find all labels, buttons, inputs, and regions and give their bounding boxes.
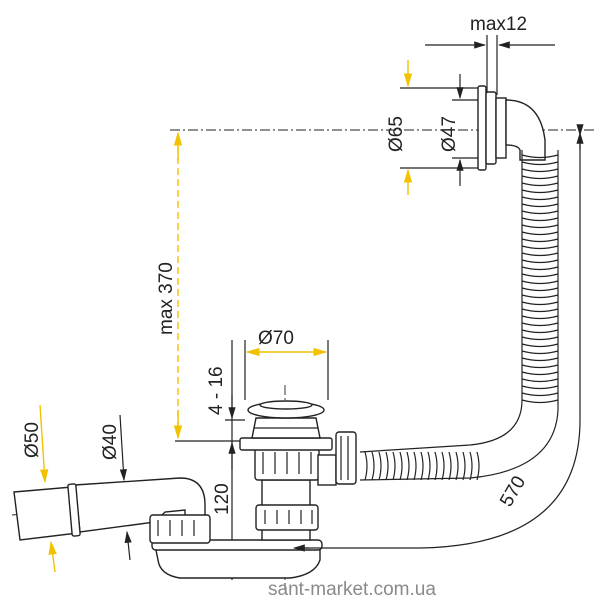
hose-rib bbox=[521, 252, 559, 257]
hose-rib bbox=[521, 259, 559, 264]
hose-rib bbox=[521, 385, 559, 390]
hose-rib bbox=[371, 451, 375, 481]
hose-rib bbox=[521, 315, 559, 320]
hose-rib bbox=[420, 451, 424, 481]
hose-rib bbox=[521, 189, 559, 194]
hose-rib bbox=[521, 308, 559, 313]
label-max12: max12 bbox=[470, 14, 527, 35]
dimension-max12: max12 bbox=[425, 14, 555, 95]
hose-rib bbox=[521, 238, 559, 243]
hose-rib bbox=[521, 357, 559, 362]
hose-rib bbox=[521, 161, 559, 166]
hose-rib bbox=[434, 451, 438, 481]
hose-rib bbox=[462, 451, 466, 481]
hose-rib bbox=[521, 182, 559, 187]
dimension-d70: Ø70 bbox=[244, 328, 329, 400]
hose-rib bbox=[385, 451, 389, 481]
label-d47: Ø47 bbox=[439, 116, 460, 152]
hose-rib bbox=[521, 301, 559, 306]
hose-rib bbox=[521, 217, 559, 222]
hose-rib bbox=[521, 392, 559, 397]
dimension-d40: Ø40 bbox=[100, 414, 132, 561]
dimension-max370: max 370 bbox=[156, 131, 245, 442]
dimension-570: 570 bbox=[292, 124, 584, 552]
hose-rib bbox=[521, 294, 559, 299]
hose-rib bbox=[521, 287, 559, 292]
hose-rib bbox=[392, 451, 396, 481]
hose-rib bbox=[448, 451, 452, 481]
hose-rib bbox=[521, 329, 559, 334]
hose-rib bbox=[521, 231, 559, 236]
hose-rib bbox=[413, 451, 417, 481]
label-max370: max 370 bbox=[156, 262, 177, 335]
hose-rib bbox=[521, 196, 559, 201]
overflow-fitting bbox=[477, 85, 546, 171]
hose-rib bbox=[455, 451, 459, 481]
hose-rib bbox=[521, 371, 559, 376]
hose-rib bbox=[521, 175, 559, 180]
hose-rib bbox=[406, 451, 410, 481]
hose-rib bbox=[441, 451, 445, 481]
hose-rib bbox=[476, 451, 480, 481]
hose-rib bbox=[378, 451, 382, 481]
hose-rib bbox=[469, 451, 473, 481]
watermark: sant-market.com.ua bbox=[268, 579, 436, 600]
label-d40: Ø40 bbox=[100, 424, 121, 460]
hose-rib bbox=[521, 280, 559, 285]
label-4-16: 4 - 16 bbox=[206, 366, 227, 415]
hose-rib bbox=[427, 451, 431, 481]
hose-rib bbox=[521, 336, 559, 341]
hose-rib bbox=[521, 168, 559, 173]
outlet-pipe bbox=[13, 477, 211, 544]
label-120: 120 bbox=[212, 483, 233, 515]
hose-rib bbox=[364, 451, 368, 481]
hose-rib bbox=[521, 322, 559, 327]
hose-rib bbox=[521, 343, 559, 348]
hose-rib bbox=[521, 245, 559, 250]
label-d50: Ø50 bbox=[22, 422, 43, 458]
hose-rib bbox=[521, 224, 559, 229]
corrugated-hose bbox=[359, 150, 559, 481]
hose-rib bbox=[521, 273, 559, 278]
label-d70: Ø70 bbox=[258, 328, 294, 349]
hose-rib bbox=[521, 399, 559, 404]
hose-rib bbox=[521, 364, 559, 369]
dimension-d65: Ø65 bbox=[386, 60, 482, 195]
label-d65: Ø65 bbox=[386, 116, 407, 152]
hose-rib bbox=[521, 203, 559, 208]
hose-rib bbox=[521, 378, 559, 383]
dimension-d47: Ø47 bbox=[439, 74, 482, 186]
hose-rib bbox=[521, 210, 559, 215]
hose-rib bbox=[521, 154, 559, 159]
hose-rib bbox=[521, 350, 559, 355]
hose-rib bbox=[521, 266, 559, 271]
label-570: 570 bbox=[496, 473, 530, 511]
hose-rib bbox=[399, 451, 403, 481]
dimension-d50: Ø50 bbox=[22, 404, 57, 573]
